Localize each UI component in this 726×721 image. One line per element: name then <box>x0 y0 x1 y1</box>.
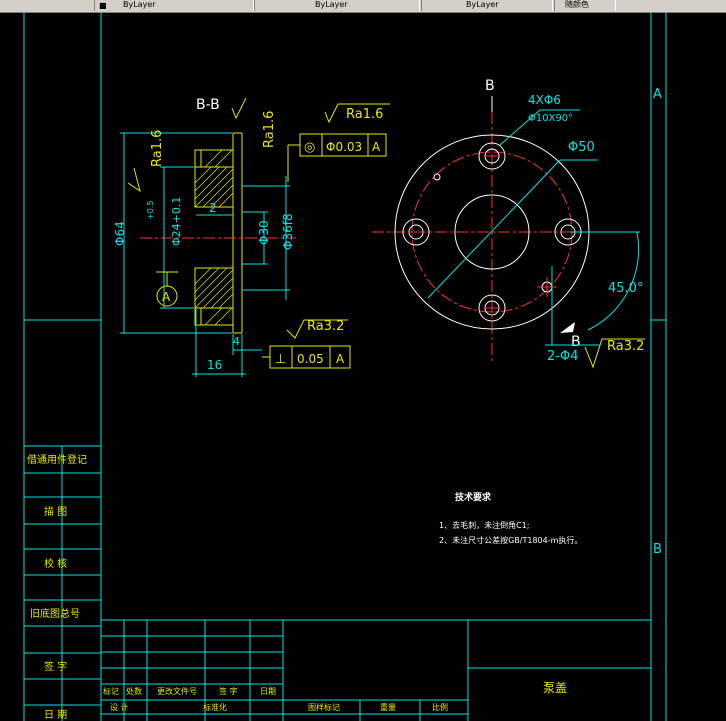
grid-marker-b: B <box>653 542 662 557</box>
layer-color-dropdown[interactable]: ■ ByLayer <box>94 0 254 11</box>
dim-holes: 4XΦ6 <box>528 93 561 107</box>
properties-toolbar: ■ ByLayer ByLayer ByLayer 随颜色 <box>0 0 726 13</box>
tb-design: 设 计 <box>110 702 129 712</box>
dim-d36: Φ36f8 <box>281 213 295 250</box>
roughness-bottom: Ra3.2 <box>307 319 344 334</box>
tolerance-concentricity-symbol: ◎ <box>304 140 315 155</box>
label-borrowed-parts: 借通用件登记 <box>27 453 87 466</box>
dim-d24: Φ24+0.1 <box>170 197 183 246</box>
view-marker-bottom: B <box>571 334 581 350</box>
tech-req-title: 技术要求 <box>455 491 492 503</box>
tb-count: 处数 <box>126 686 142 696</box>
tolerance-top-value: Φ0.03 <box>326 140 362 154</box>
tb-pattern-mark: 图样标记 <box>308 702 340 712</box>
dim-d64: Φ64 <box>113 221 127 246</box>
dim-d30: Φ30 <box>257 220 271 245</box>
tb-date: 日期 <box>260 687 276 696</box>
section-view: B-B <box>113 97 645 377</box>
tb-weight: 重量 <box>380 702 396 712</box>
part-name: 泵盖 <box>543 681 567 695</box>
tb-standardize: 标准化 <box>203 702 227 712</box>
dim-angle: 45.0° <box>608 281 643 296</box>
dim-d24-tol: +0.5 <box>146 201 155 220</box>
section-label: B-B <box>196 97 220 113</box>
tolerance-top-datum: A <box>372 140 381 154</box>
color-swatch-icon: ■ <box>99 1 107 10</box>
tb-change-doc: 更改文件号 <box>157 686 197 696</box>
dim-d50: Φ50 <box>568 140 595 155</box>
dim-w2: 2 <box>209 201 217 215</box>
dim-w4: 4 <box>233 335 240 348</box>
roughness-top: Ra1.6 <box>346 107 383 122</box>
view-marker-top: B <box>485 78 495 94</box>
tech-req-item-1: 1、去毛刺，未注倒角C1; <box>439 520 529 530</box>
label-date: 日 期 <box>44 709 67 721</box>
dim-w16: 16 <box>207 358 222 372</box>
dim-pin-holes: 2-Φ4 <box>547 349 578 364</box>
datum-a: A <box>162 290 171 304</box>
layer-color-value: ByLayer <box>123 0 156 9</box>
tolerance-perpendicularity-symbol: ⊥ <box>275 352 286 367</box>
roughness-right-view: Ra3.2 <box>607 339 644 354</box>
linetype-dropdown[interactable]: ByLayer <box>254 0 420 11</box>
roughness-vertical-left: Ra1.6 <box>150 130 165 167</box>
plotstyle-value: 随颜色 <box>565 0 589 9</box>
dim-counterbore: Φ10X90° <box>528 113 573 124</box>
tech-req-item-2: 2、未注尺寸公差按GB/T1804-m执行。 <box>439 535 582 545</box>
tolerance-bottom-value: 0.05 <box>297 352 324 366</box>
lineweight-dropdown[interactable]: ByLayer <box>421 0 553 11</box>
label-checking: 校 核 <box>44 557 67 570</box>
label-signature: 签 字 <box>44 660 67 673</box>
front-view: B B 4XΦ6 Φ10X90° Φ50 45.0° 2-Φ4 <box>372 78 643 364</box>
sheet-frame <box>23 12 667 721</box>
plotstyle-dropdown[interactable]: 随颜色 <box>554 0 616 11</box>
tb-sign: 签 字 <box>219 686 238 696</box>
linetype-value: ByLayer <box>315 0 348 9</box>
tolerance-bottom-datum: A <box>336 352 345 366</box>
tb-scale: 比例 <box>432 702 448 712</box>
tb-mark: 标记 <box>103 686 119 696</box>
roughness-vertical-right: Ra1.6 <box>262 111 277 148</box>
label-tracing: 描 图 <box>44 505 67 518</box>
lineweight-value: ByLayer <box>466 0 499 9</box>
grid-marker-a: A <box>653 87 662 102</box>
label-old-drawing-no: 旧底图总号 <box>30 607 80 620</box>
